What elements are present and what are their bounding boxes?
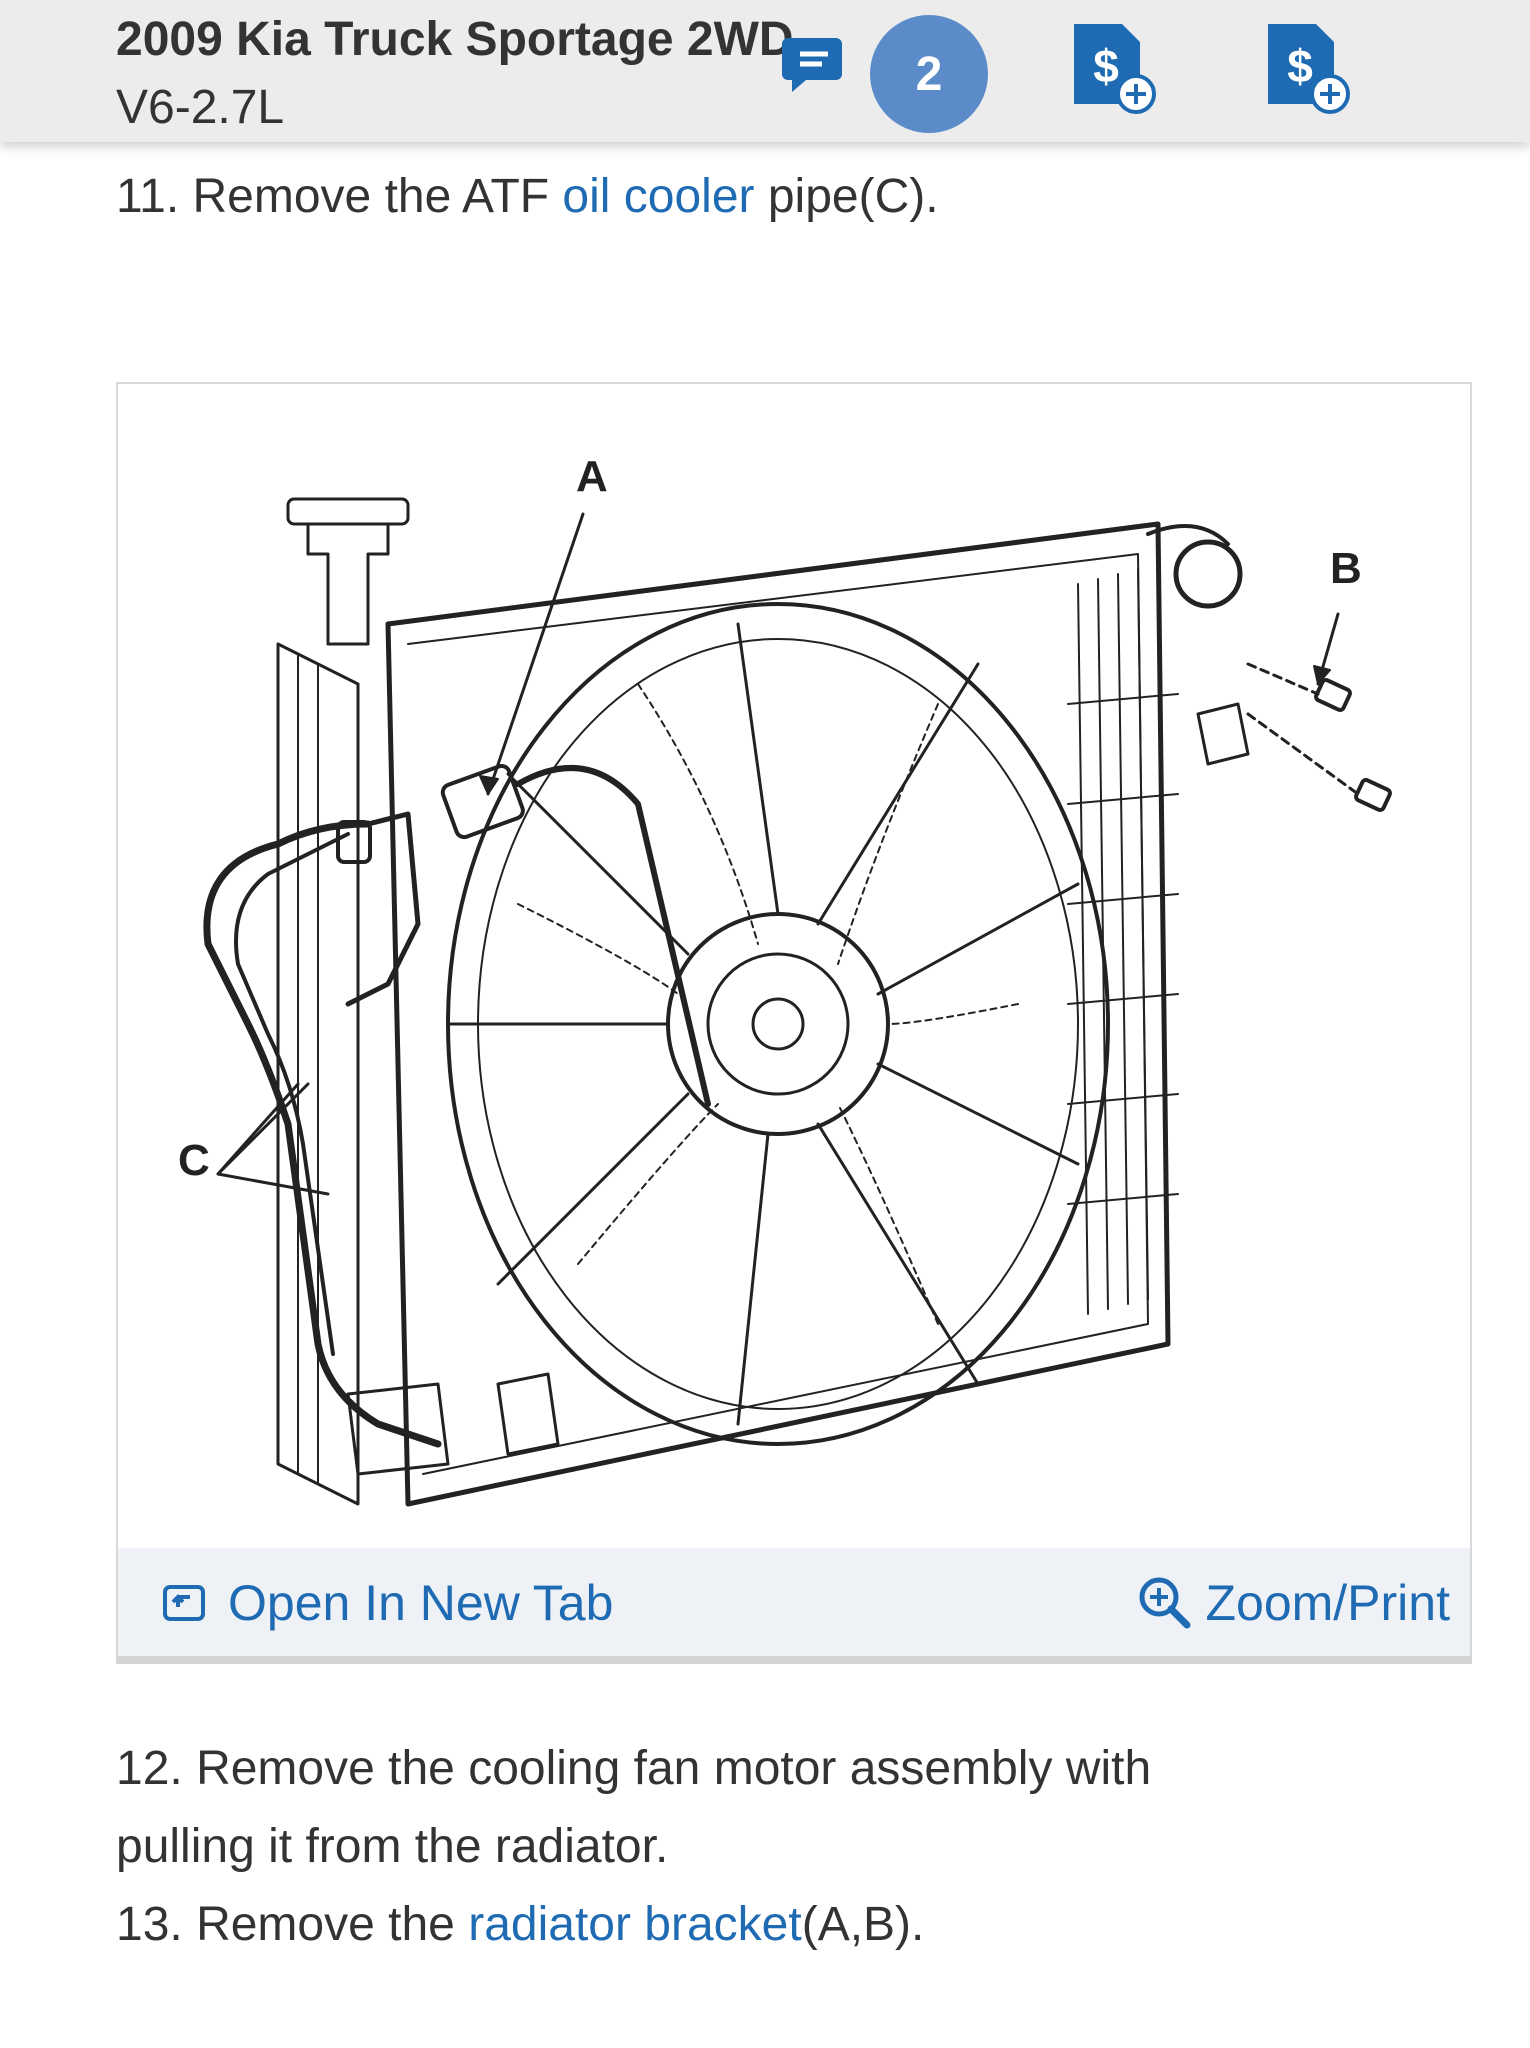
chat-icon[interactable] [778, 30, 846, 102]
radiator-bracket-link[interactable]: radiator bracket [468, 1898, 802, 1951]
zoom-print-label: Zoom/Print [1205, 1575, 1450, 1631]
svg-text:$: $ [1287, 40, 1313, 92]
step-13-prefix: 13. Remove the [116, 1898, 469, 1951]
figure-toolbar: Open In New Tab Zoom/Print [116, 1548, 1472, 1664]
add-price-icon[interactable]: $ [1068, 18, 1160, 118]
notification-count-badge[interactable]: 2 [870, 15, 988, 133]
step-12-line2: pulling it from the radiator. [116, 1820, 669, 1873]
step-13-suffix: (A,B). [801, 1898, 925, 1951]
oil-cooler-link[interactable]: oil cooler [562, 170, 755, 223]
open-in-new-tab-button[interactable]: Open In New Tab [162, 1568, 613, 1638]
vehicle-title: 2009 Kia Truck Sportage 2WD [116, 13, 794, 66]
radiator-diagram-figure: A B C [116, 382, 1472, 1664]
step-13: 13. Remove the radiator bracket(A,B). [116, 1886, 924, 1964]
top-header: 2009 Kia Truck Sportage 2WD V6-2.7L 2 $ … [0, 0, 1530, 142]
zoom-print-button[interactable]: Zoom/Print [1137, 1568, 1450, 1638]
add-price-icon[interactable]: $ [1262, 18, 1354, 118]
step-11-suffix: pipe(C). [754, 170, 939, 223]
callout-label-b: B [1330, 544, 1362, 593]
radiator-fan-diagram [203, 497, 1392, 1507]
open-in-new-tab-label: Open In New Tab [228, 1575, 614, 1631]
open-external-icon [163, 1585, 205, 1621]
vehicle-engine: V6-2.7L [116, 81, 285, 134]
svg-text:$: $ [1093, 40, 1119, 92]
step-11: 11. Remove the ATF oil cooler pipe(C). [116, 158, 939, 236]
callout-label-a: A [576, 452, 608, 501]
step-11-prefix: 11. Remove the ATF [116, 170, 563, 223]
zoom-in-icon [1139, 1577, 1191, 1629]
callout-label-c: C [178, 1136, 210, 1185]
step-12-line1: 12. Remove the cooling fan motor assembl… [116, 1742, 1152, 1795]
